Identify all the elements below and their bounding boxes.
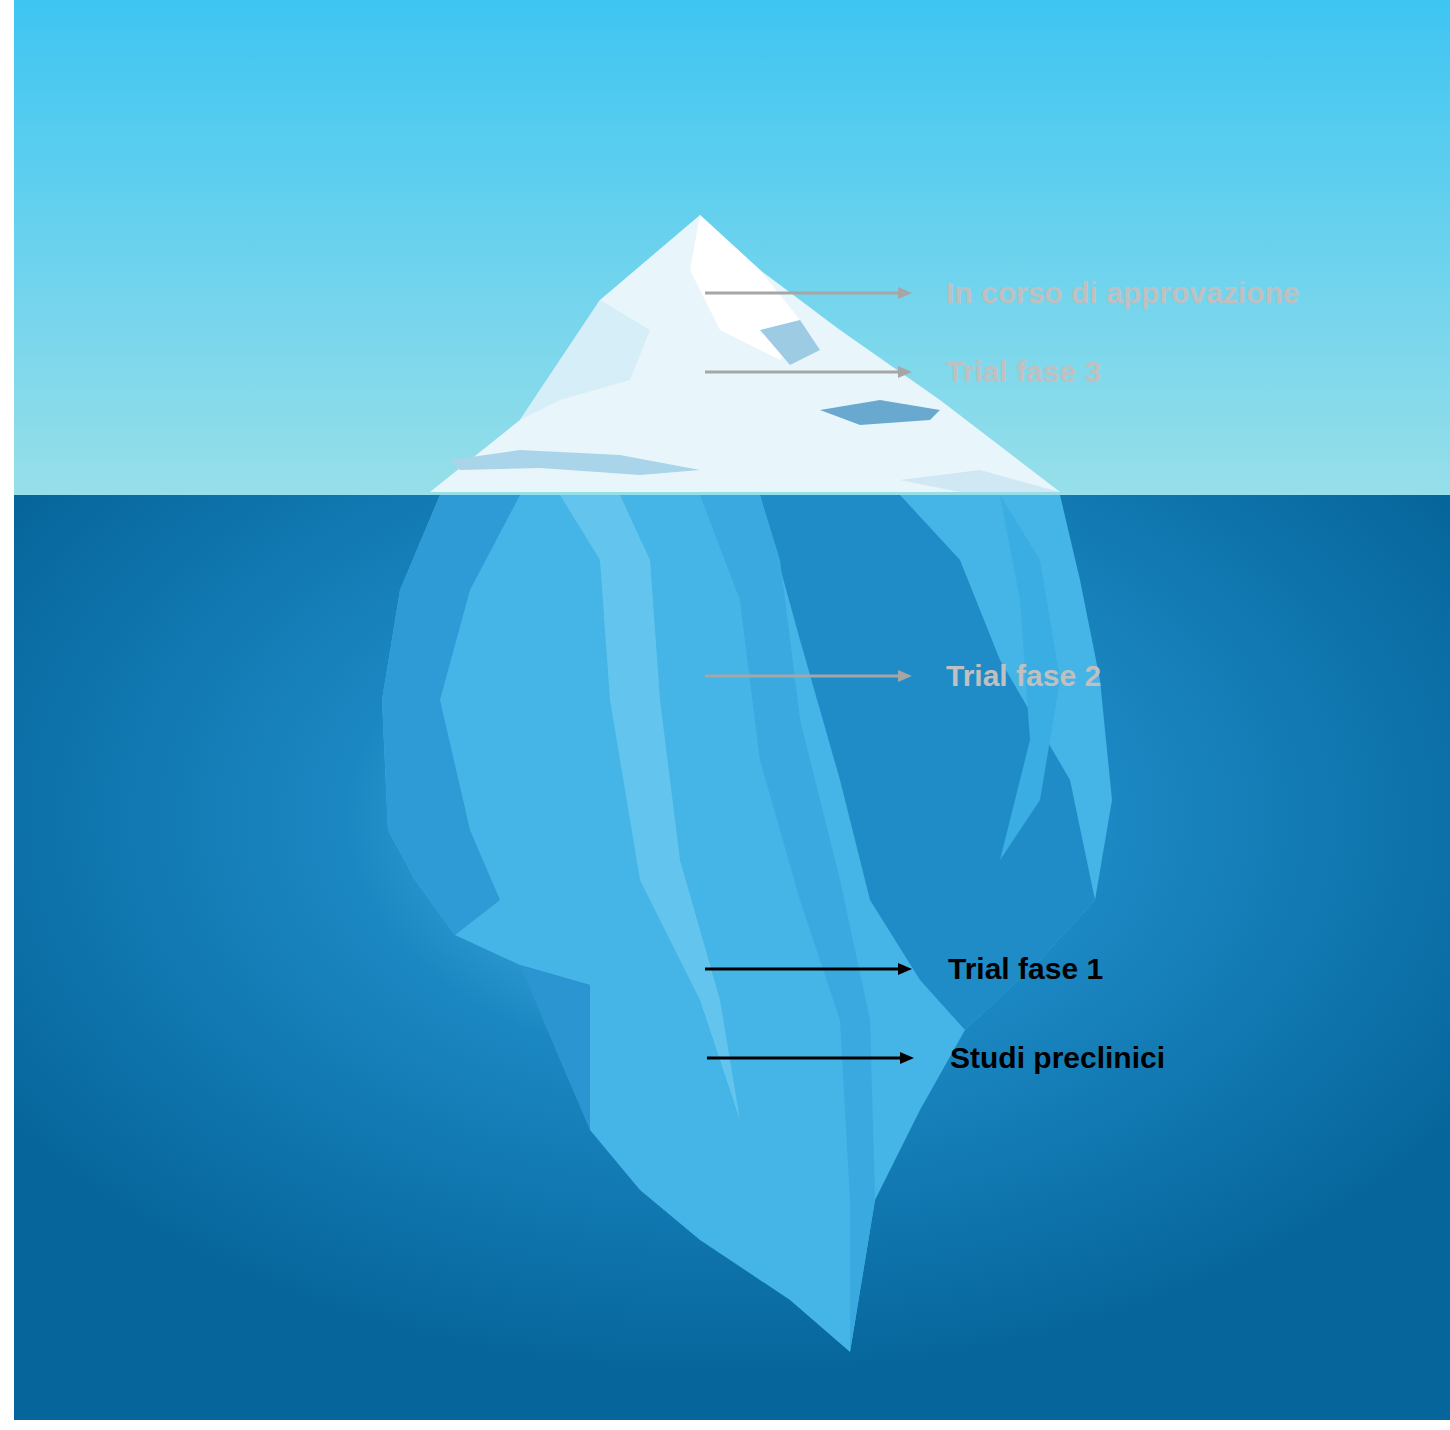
stage-label: Trial fase 2 (946, 658, 1101, 694)
stage-label: Trial fase 3 (946, 354, 1101, 390)
stage-label: Trial fase 1 (948, 951, 1103, 987)
leader-arrows (705, 287, 914, 1064)
stage-label: Studi preclinici (950, 1040, 1165, 1076)
stage-label: In corso di approvazione (946, 275, 1299, 311)
